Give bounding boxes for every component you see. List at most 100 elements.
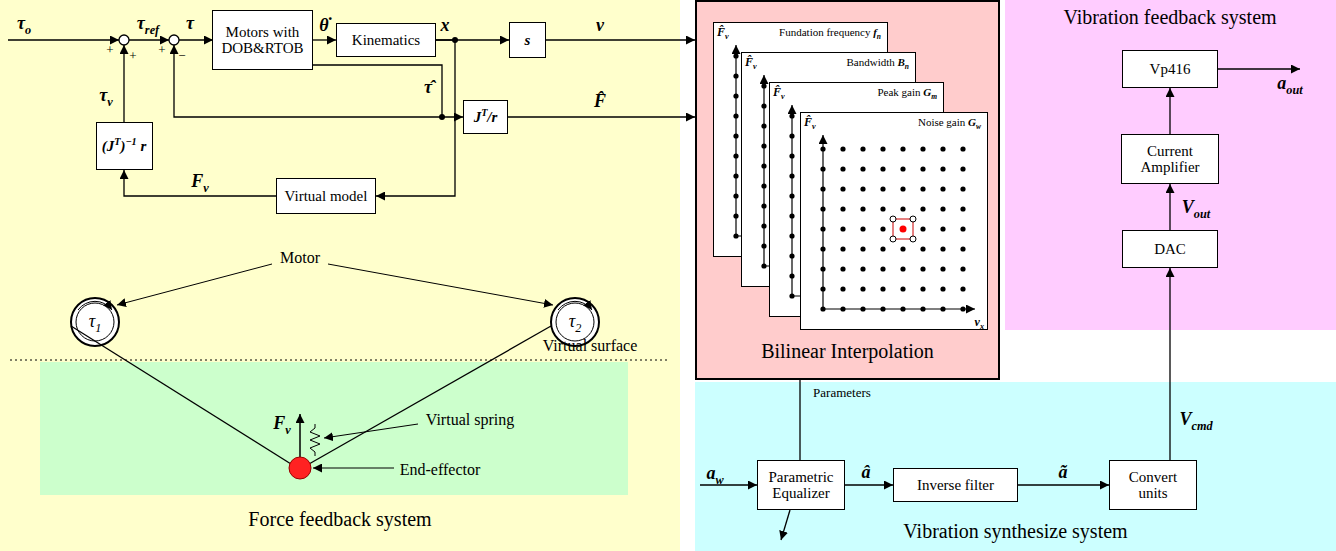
grid-point [761,263,766,268]
grid-point [761,123,766,128]
interpolation-cell [893,219,913,239]
operator-box: s [509,22,546,58]
part-name: Virtual spring [426,411,514,429]
signal-name: ã [1059,463,1068,483]
process-box: Convert units [1109,460,1197,510]
grid-point [820,206,825,211]
grid-point [733,53,738,58]
grid-point [789,133,794,138]
end-effector [289,457,311,479]
box-label: Virtual model [285,188,368,205]
grid-point [733,113,738,118]
sign: + [106,43,113,57]
box-label: DAC [1154,241,1186,258]
virtual-region [40,362,628,495]
grid-point [900,186,905,191]
neighbour-point [910,216,916,222]
torque-name: τ1 [89,312,102,332]
signal-name: τo [17,14,31,34]
grid-point [940,206,945,211]
signal-connector [845,484,893,485]
signal-name: aout [1277,74,1302,94]
force-panel-ground [0,0,680,551]
signal-connector [1169,268,1170,460]
grid-point [960,286,965,291]
panel: Motors with DOB&RTOBKinematicssJT/r(JT)−… [0,0,680,551]
map-title: Noise gain Gw [918,116,981,128]
grid-point [860,166,865,171]
grid-point [761,103,766,108]
grid-point [960,186,965,191]
signal-name: τ̂ [424,78,432,98]
grid-point [860,286,865,291]
sign: + [129,49,136,63]
grid-point [880,306,885,311]
axis-label: F̂v [804,116,816,129]
map-grid [801,113,987,329]
signal-name: τ [186,14,194,34]
process-box: Parametric Equalizer [757,460,845,510]
grid-point [920,206,925,211]
grid-point [860,306,865,311]
neighbour-point [890,216,896,222]
grid-point [840,166,845,171]
grid-point [789,233,794,238]
grid-point [840,286,845,291]
virtual-surface-line [10,360,670,361]
grid-point [940,306,945,311]
motor-rotor [556,303,594,341]
grid-point [840,306,845,311]
signal-connector [508,116,695,117]
grid-point [733,233,738,238]
map-title: Bandwidth Bn [846,56,909,68]
grid-point [840,246,845,251]
grid-point [940,246,945,251]
part-name: End-effector [400,461,481,479]
box-label: Motors with DOB&RTOB [217,24,308,57]
output-wire [1218,68,1300,69]
signal-name: Fv [191,172,208,192]
grid-point [820,166,825,171]
grid-point [820,286,825,291]
box-label: Parametric Equalizer [762,469,840,502]
grid-point [940,146,945,151]
grid-point [880,286,885,291]
signal-name: aw [706,464,723,484]
grid-point [860,206,865,211]
virtual-torque-wire [123,45,124,122]
process-box: Kinematics [336,23,436,57]
grid-point [900,226,905,231]
box-label: JT/r [474,109,498,126]
box-label: Inverse filter [917,477,994,494]
grid-point [940,166,945,171]
grid-point [733,153,738,158]
interp-panel-ground [695,0,1000,380]
grid-point [880,166,885,171]
sum-wire [179,39,213,40]
force-arrow [299,414,301,457]
sum-wire [129,39,169,40]
panel: Parametric Equalizer Inverse filter Conver… [695,382,1336,551]
sign: − [178,49,185,63]
grid-point [733,213,738,218]
signal-name: θ̇ [319,16,328,36]
grid-point [940,186,945,191]
summing-junction [119,35,129,45]
signal-name: Vout [1182,198,1210,218]
grid-point [900,166,905,171]
summing-junction [169,35,179,45]
leader-line [313,468,394,469]
grid-point [900,146,905,151]
process-box: Inverse filter [893,468,1018,502]
grid-point [860,246,865,251]
grid-point [761,203,766,208]
grid-point [733,173,738,178]
grid-point [860,186,865,191]
grid-point [820,226,825,231]
grid-point [880,146,885,151]
grid-point [733,93,738,98]
grid-point [860,226,865,231]
grid-point [860,146,865,151]
signal-name: â [862,463,871,483]
grid-point [789,253,794,258]
